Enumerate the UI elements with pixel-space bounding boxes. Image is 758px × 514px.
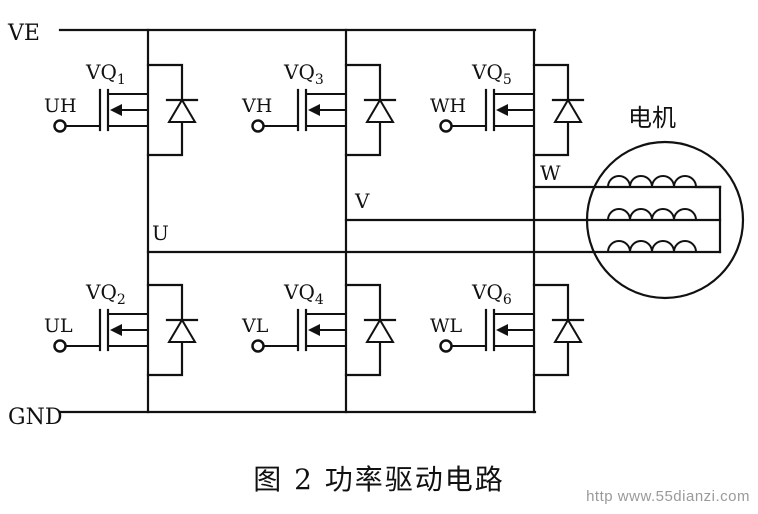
- gate-terminal-vq1: [53, 119, 67, 133]
- transistor-subscript-vq4: 4: [315, 292, 324, 308]
- transistor-subscript-vq6: 6: [503, 292, 512, 308]
- motor: 电机: [585, 104, 745, 300]
- switch-vq6: WL VQ6: [430, 280, 585, 377]
- gate-label-vq6: WL: [430, 315, 463, 337]
- transistor-subscript-vq2: 2: [117, 292, 126, 308]
- diode-vq2: [167, 318, 197, 343]
- diode-vq1: [167, 98, 197, 123]
- ve-label: VE: [7, 21, 40, 46]
- gate-label-vq2: UL: [44, 315, 73, 337]
- diode-vq6: [553, 318, 583, 343]
- gate-label-vq5: WH: [430, 95, 466, 117]
- figure-caption: 图 2 功率驱动电路: [253, 463, 505, 496]
- winding-u-coil: [607, 240, 697, 253]
- winding-w-coil: [607, 175, 697, 188]
- gate-label-vq3: VH: [241, 95, 272, 117]
- motor-housing: [585, 140, 745, 300]
- transistor-label-vq3: VQ3: [283, 60, 324, 88]
- switch-vq4: VL VQ4: [241, 280, 397, 377]
- gnd-label: GND: [8, 405, 62, 430]
- transistor-label-vq2: VQ2: [85, 280, 126, 308]
- gate-terminal-vq3: [251, 119, 265, 133]
- phase-w-label: W: [540, 161, 561, 185]
- gate-terminal-vq4: [251, 339, 265, 353]
- switch-vq2: UL VQ2: [44, 280, 199, 377]
- diode-vq3: [365, 98, 395, 123]
- motor-label: 电机: [628, 104, 676, 132]
- winding-v-coil: [607, 208, 697, 221]
- gate-label-vq4: VL: [241, 315, 269, 337]
- diode-vq4: [365, 318, 395, 343]
- body-arrow-vq5: [496, 104, 508, 116]
- gate-terminal-vq6: [439, 339, 453, 353]
- transistor-subscript-vq3: 3: [315, 72, 324, 88]
- transistor-subscript-vq5: 5: [503, 72, 512, 88]
- watermark: http www.55dianzi.com: [586, 488, 750, 505]
- body-arrow-vq1: [110, 104, 122, 116]
- transistor-label-vq1: VQ1: [85, 60, 126, 88]
- switch-vq1: UH VQ1: [44, 60, 199, 157]
- phase-v-label: V: [354, 189, 370, 213]
- diode-vq5: [553, 98, 583, 123]
- phase-u-label: U: [152, 221, 169, 245]
- switch-vq3: VH VQ3: [241, 60, 397, 157]
- transistor-label-vq4: VQ4: [283, 280, 324, 308]
- transistor-label-vq6: VQ6: [471, 280, 512, 308]
- transistor-subscript-vq1: 1: [117, 72, 126, 88]
- transistor-label-vq5: VQ5: [471, 60, 512, 88]
- body-arrow-vq6: [496, 324, 508, 336]
- body-arrow-vq2: [110, 324, 122, 336]
- gate-terminal-vq5: [439, 119, 453, 133]
- gate-terminal-vq2: [53, 339, 67, 353]
- body-arrow-vq4: [308, 324, 320, 336]
- gate-label-vq1: UH: [44, 95, 77, 117]
- body-arrow-vq3: [308, 104, 320, 116]
